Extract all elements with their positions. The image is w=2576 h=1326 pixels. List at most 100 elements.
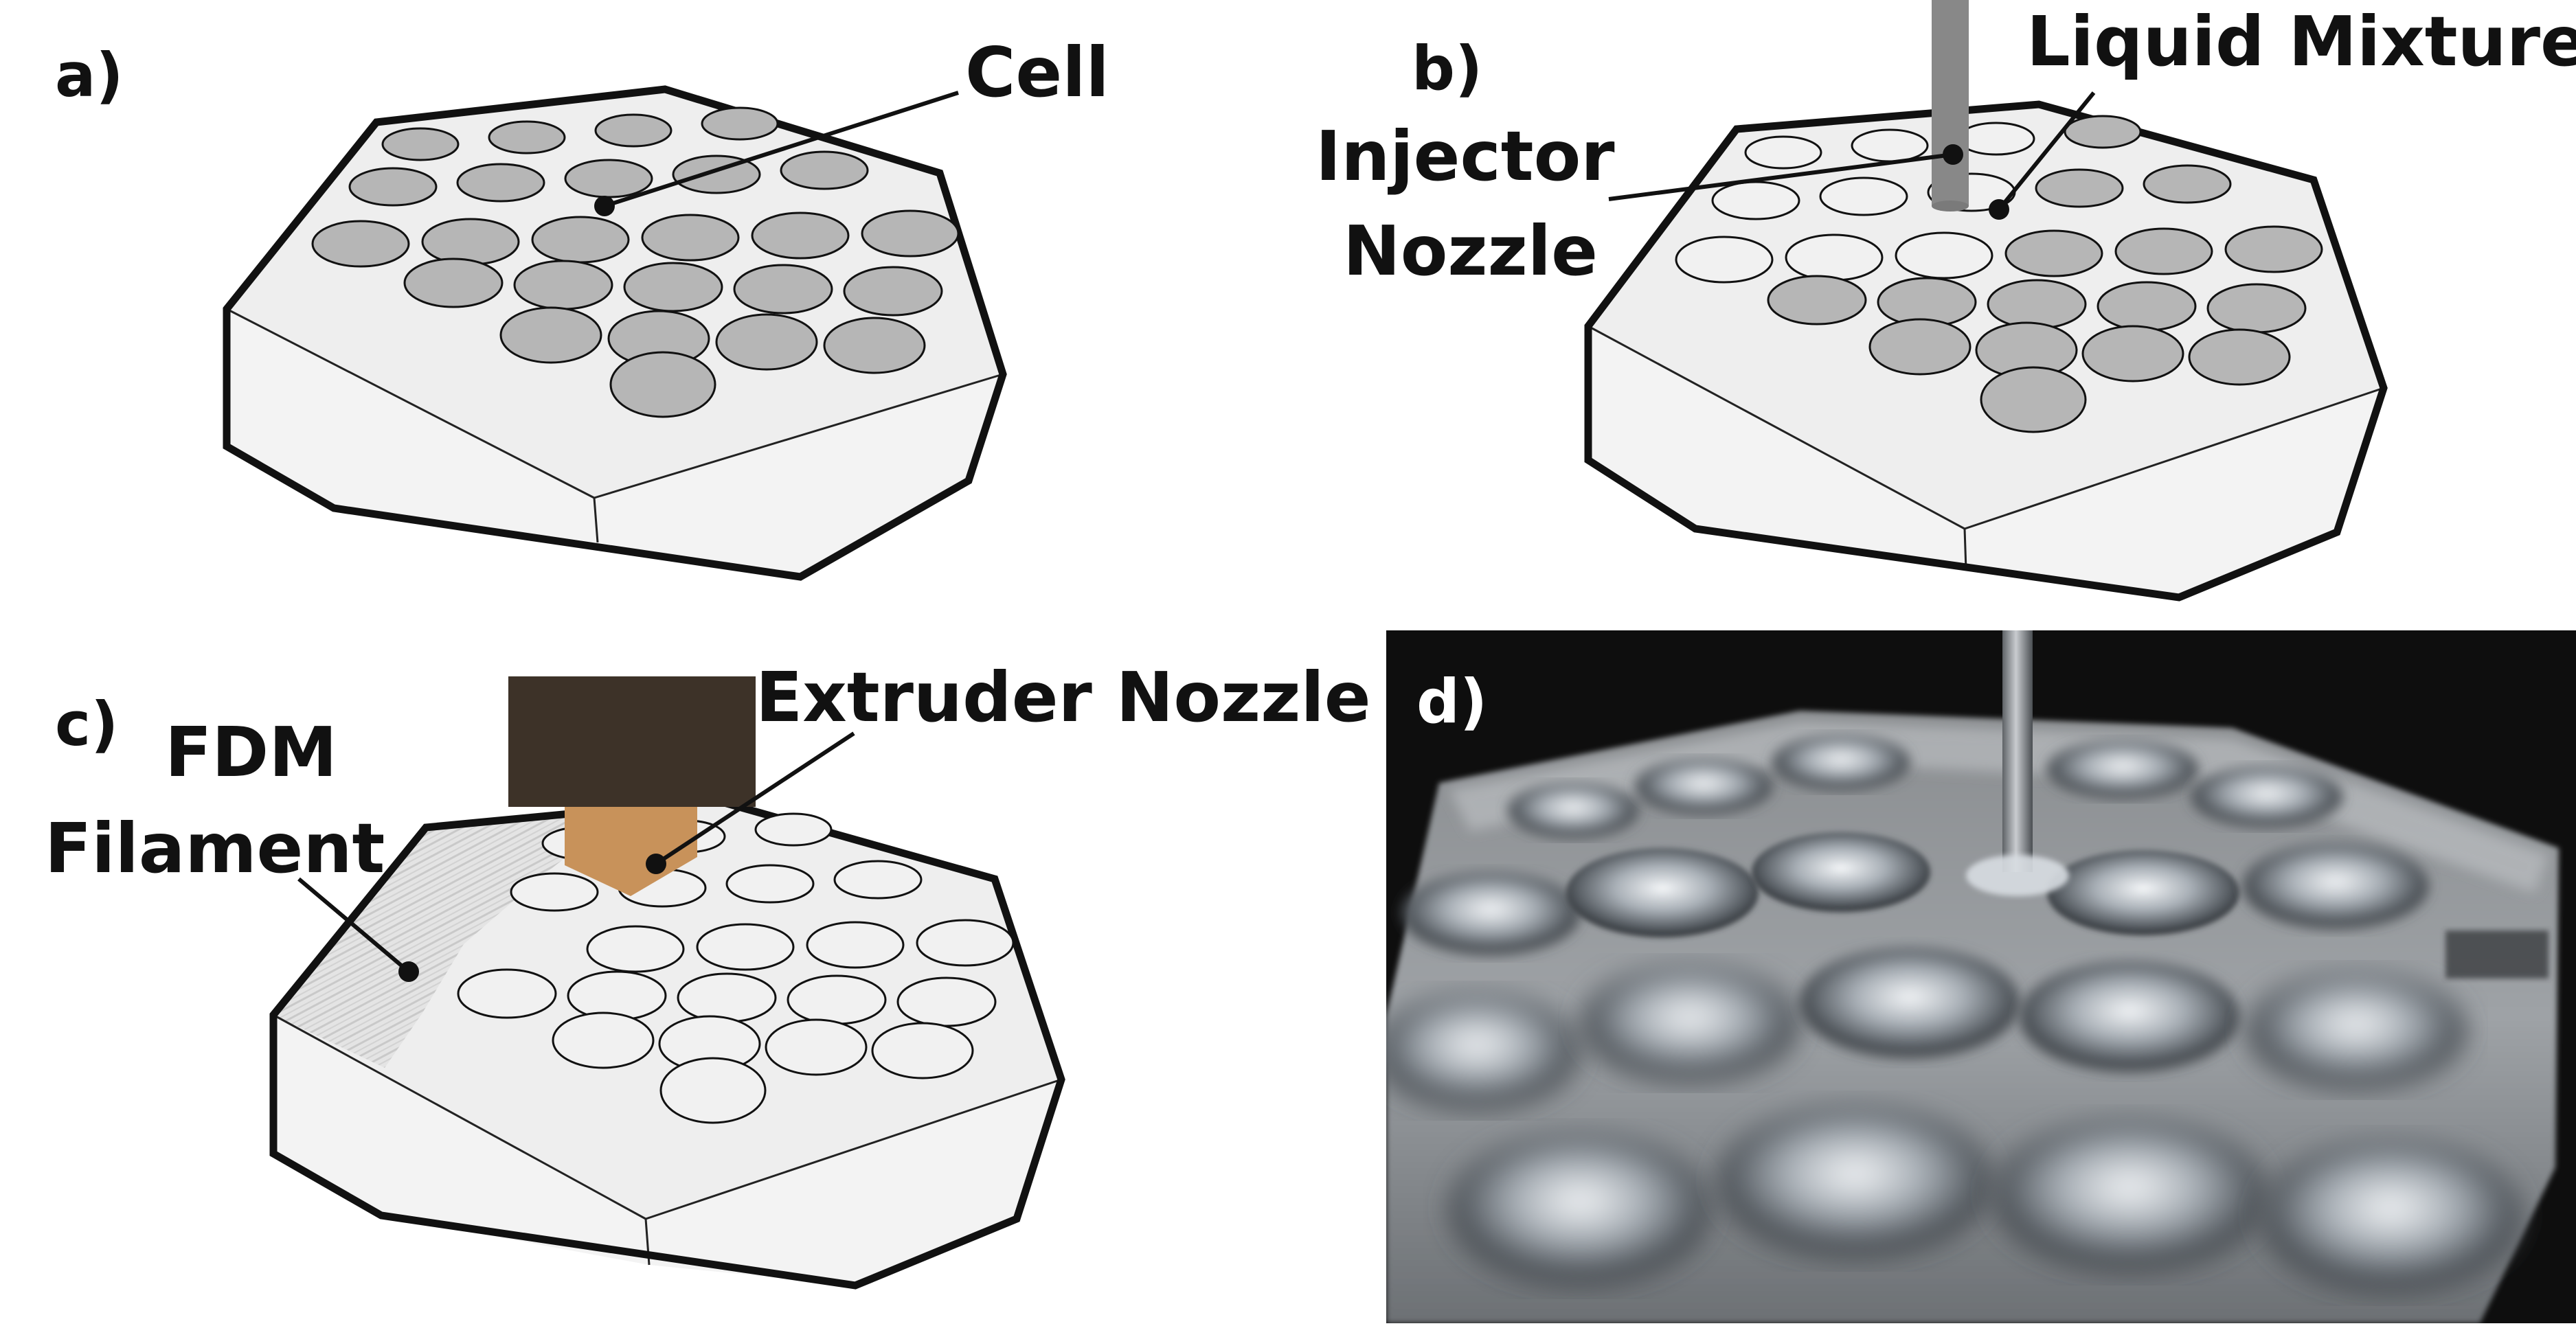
label-fdm-line1: FDM <box>165 712 337 792</box>
block-a-edge-right <box>594 373 1004 499</box>
photo-well <box>1717 1106 1992 1257</box>
cell <box>751 212 850 260</box>
cell <box>806 921 905 969</box>
label-extruder-nozzle: Extruder Nozzle <box>756 657 1371 738</box>
panel-label-c: c) <box>55 689 118 759</box>
cell <box>677 972 777 1023</box>
panel-a: a) Cell <box>55 32 1109 581</box>
cell <box>754 812 833 847</box>
cell <box>1675 236 1774 284</box>
block-a <box>223 85 1007 581</box>
photo-well <box>2243 843 2428 928</box>
cell-grid-b <box>1675 115 2323 433</box>
cell <box>641 214 740 262</box>
panel-label-d: d) <box>1416 666 1487 737</box>
cell <box>2224 225 2323 273</box>
cell <box>1744 135 1822 170</box>
cell <box>696 923 795 971</box>
cell <box>1987 279 2087 330</box>
photo-well <box>2191 766 2342 827</box>
callout-dot-injector <box>1943 144 1963 165</box>
photo-needle <box>2002 630 2033 872</box>
cell <box>2035 168 2124 208</box>
cell <box>609 351 716 418</box>
extruder-tip <box>565 807 697 896</box>
callout-line-extruder <box>655 731 855 866</box>
cell <box>1980 366 2087 433</box>
cell <box>311 220 410 268</box>
photo-well <box>2047 740 2198 798</box>
photo-wells <box>1386 735 2521 1291</box>
photo-well <box>1992 1119 2267 1270</box>
cell <box>823 317 926 374</box>
block-c-edge-left <box>273 1014 646 1220</box>
cell <box>1819 176 1908 216</box>
cell <box>733 264 833 315</box>
block-b-side-right <box>1965 388 2384 597</box>
cell <box>531 216 630 264</box>
photo-well <box>1772 735 1910 790</box>
photo-needle-splash <box>1966 855 2069 896</box>
label-injector-line2: Nozzle <box>1343 211 1598 291</box>
cell <box>586 925 685 973</box>
cell <box>780 150 869 190</box>
callout-line-cell <box>604 91 959 208</box>
panel-label-a: a) <box>55 40 124 111</box>
label-fdm-line2: Filament <box>45 808 385 889</box>
photo-well <box>1401 872 1580 955</box>
cell <box>725 864 815 904</box>
photo-well <box>2260 1140 2521 1291</box>
cell <box>456 163 545 203</box>
cell <box>623 262 723 312</box>
cell <box>552 1011 655 1069</box>
block-a-side-left <box>227 309 598 542</box>
cell <box>2206 283 2307 334</box>
extruder-head <box>508 676 756 807</box>
cell <box>916 919 1015 967</box>
cell <box>381 127 460 161</box>
panel-b: b) Liquid Mixture Injector Nozzle <box>1315 0 2576 602</box>
photo-well <box>1566 848 1759 937</box>
cell <box>1868 318 1971 376</box>
photo-well <box>1386 992 1580 1109</box>
cell <box>567 970 667 1021</box>
block-c-side-left <box>273 1015 649 1265</box>
callout-dot-extruder <box>646 854 666 874</box>
cell <box>1851 128 1929 163</box>
cell <box>564 159 653 198</box>
panel-c: c) Extruder Nozzle FDM Filament <box>45 657 1371 1290</box>
panel-d: d) <box>1386 630 2576 1323</box>
block-c-edge-right <box>645 1078 1062 1220</box>
callout-dot-filament <box>398 961 419 982</box>
cell-grid-a <box>311 106 960 418</box>
cell <box>2004 229 2103 277</box>
cell <box>499 306 602 364</box>
cell <box>403 258 504 308</box>
photo <box>1386 630 2576 1323</box>
block-b-edge-left <box>1588 325 1965 530</box>
callout-dot-liquid <box>1989 199 2009 220</box>
cell <box>2188 328 2291 386</box>
label-cell: Cell <box>965 32 1109 113</box>
callout-line-injector <box>1608 152 1954 201</box>
cell <box>659 1057 767 1124</box>
cell <box>2114 227 2213 275</box>
cell <box>715 313 818 371</box>
block-a-outline <box>223 85 1007 581</box>
cell <box>457 968 557 1019</box>
photo-mesh <box>2445 930 2549 979</box>
panel-label-b: b) <box>1412 33 1482 104</box>
cell <box>1767 275 1867 325</box>
photo-well <box>2020 961 2239 1071</box>
photo-well <box>1580 965 1800 1082</box>
cell <box>348 167 438 207</box>
photo-well <box>2047 850 2239 935</box>
block-a-side-right <box>594 374 1003 577</box>
photo-well <box>1508 783 1638 838</box>
label-injector-line1: Injector <box>1315 116 1615 196</box>
cell <box>594 113 673 148</box>
cell <box>871 1022 974 1079</box>
cell <box>421 218 520 266</box>
